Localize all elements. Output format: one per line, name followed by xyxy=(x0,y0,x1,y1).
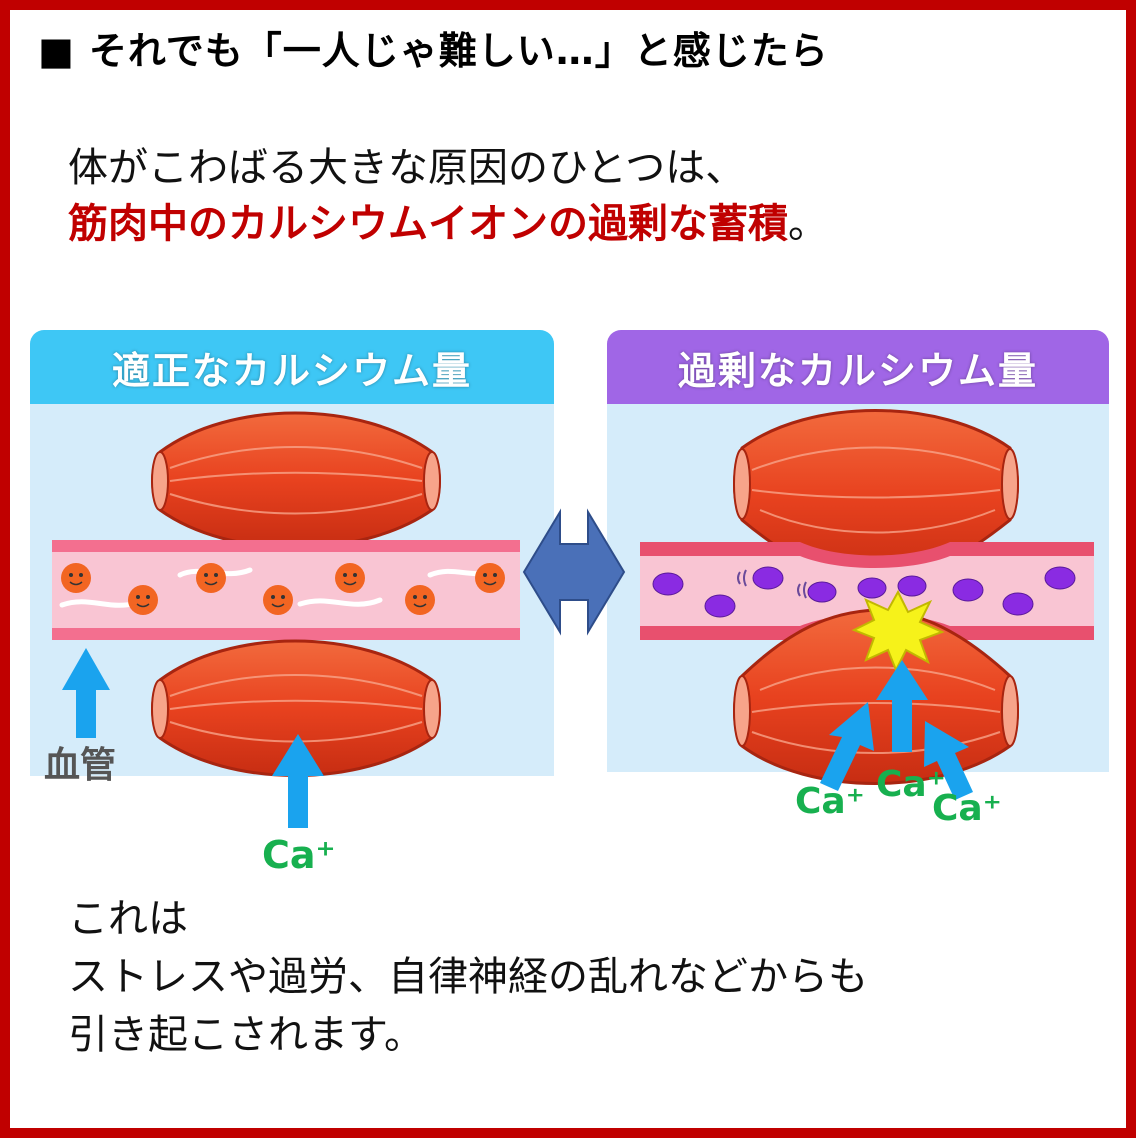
intro-text: 体がこわばる大きな原因のひとつは、 筋肉中のカルシウムイオンの過剰な蓄積。 xyxy=(68,140,828,252)
excess-ion xyxy=(1044,566,1076,590)
excess-ion xyxy=(897,575,927,597)
outro-text: これは ストレスや過労、自律神経の乱れなどからも 引き起こされます。 xyxy=(68,890,868,1064)
right-ca-up-arrow-icon xyxy=(876,660,928,752)
motion-lines xyxy=(737,569,807,599)
left-ca-label: Ca⁺ xyxy=(262,833,336,877)
normal-ion xyxy=(475,563,505,593)
left-right-arrow-icon xyxy=(522,508,626,636)
left-panel-title: 適正なカルシウム量 xyxy=(30,330,554,404)
heading-square-icon: ■ xyxy=(38,29,75,73)
intro-line-2-end: 。 xyxy=(788,201,828,247)
normal-ion xyxy=(405,585,435,615)
right-ca-diagonal-arrow-icon xyxy=(924,721,973,800)
left-ca-up-arrow-icon xyxy=(272,734,324,828)
excess-ion xyxy=(704,594,736,618)
right-panel-title: 過剰なカルシウム量 xyxy=(607,330,1109,404)
blood-vessel-up-arrow-icon xyxy=(62,648,110,738)
excess-ion xyxy=(752,566,784,590)
outro-line-1: これは xyxy=(68,896,188,942)
right-upper-muscle xyxy=(733,409,1019,584)
excess-ion xyxy=(857,577,887,599)
section-heading: ■ それでも「一人じゃ難しい…」と感じたら xyxy=(38,20,829,75)
normal-ion xyxy=(61,563,91,593)
blood-vessel-label: 血管 xyxy=(44,745,116,786)
outro-line-3: 引き起こされます。 xyxy=(68,1012,424,1058)
intro-highlight: 筋肉中のカルシウムイオンの過剰な蓄積 xyxy=(68,201,788,247)
outro-line-2: ストレスや過労、自律神経の乱れなどからも xyxy=(68,954,868,1000)
normal-ion xyxy=(263,585,293,615)
left-upper-muscle xyxy=(151,411,441,549)
excess-ion xyxy=(952,578,984,602)
right-ca-diagonal-arrow-icon xyxy=(820,702,874,791)
excess-ion xyxy=(807,581,837,603)
heading-text: それでも「一人じゃ難しい…」と感じたら xyxy=(88,29,829,73)
normal-ion xyxy=(196,563,226,593)
right-ca-label-2: Ca⁺ xyxy=(876,764,946,805)
excess-ion xyxy=(652,572,684,596)
normal-ion xyxy=(128,585,158,615)
right-ca-label-3: Ca⁺ xyxy=(932,788,1002,829)
left-lower-muscle xyxy=(151,639,441,777)
normal-ion xyxy=(335,563,365,593)
intro-line-1: 体がこわばる大きな原因のひとつは、 xyxy=(68,145,746,191)
right-ca-label-1: Ca⁺ xyxy=(795,781,865,822)
intro-line-2: 筋肉中のカルシウムイオンの過剰な蓄積。 xyxy=(68,196,828,252)
excess-ion xyxy=(1002,592,1034,616)
